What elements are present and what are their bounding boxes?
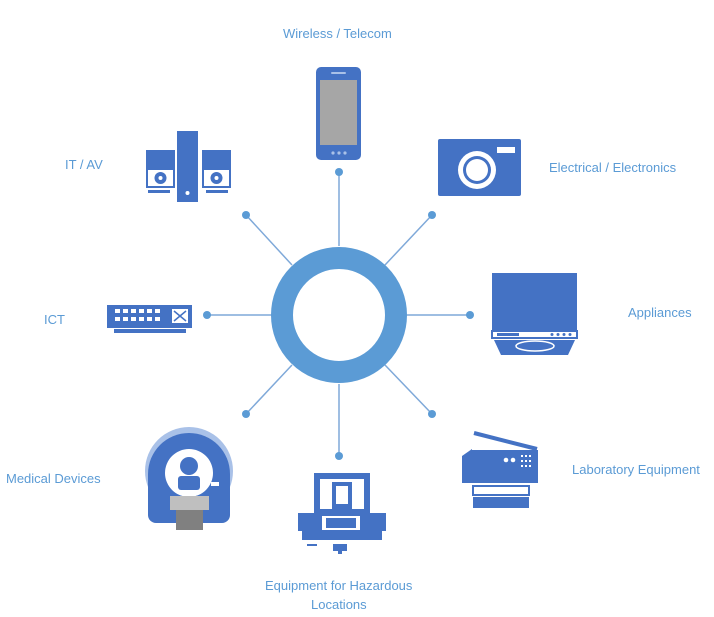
network-switch-icon [107, 305, 192, 333]
label-appliances: Appliances [628, 305, 692, 320]
connector-laboratory-equipment [384, 364, 433, 415]
label-wireless-telecom: Wireless / Telecom [283, 26, 392, 41]
connectors [207, 172, 470, 456]
connector-electrical-electronics [384, 214, 433, 266]
microwave-icon [491, 273, 578, 355]
label-hazardous-locations-line2: Locations [311, 597, 367, 612]
label-ict: ICT [44, 312, 65, 327]
connector-dots [203, 168, 474, 460]
dot-medical-devices [242, 410, 250, 418]
dot-laboratory-equipment [428, 410, 436, 418]
center-ring [271, 247, 407, 383]
speaker-system-icon [146, 131, 231, 202]
industrial-machine-icon [298, 473, 386, 554]
label-medical-devices: Medical Devices [6, 471, 101, 486]
dot-appliances [466, 311, 474, 319]
label-it-av: IT / AV [65, 157, 103, 172]
dot-it-av [242, 211, 250, 219]
camera-icon [438, 139, 521, 196]
connector-it-av [245, 214, 293, 266]
label-electrical-electronics: Electrical / Electronics [549, 160, 677, 175]
smartphone-icon [316, 67, 361, 160]
connector-medical-devices [245, 364, 293, 415]
label-hazardous-locations-line1: Equipment for Hazardous [265, 578, 413, 593]
center-label-products: Products [316, 308, 369, 322]
fax-machine-icon [462, 431, 538, 508]
mri-scanner-icon [145, 427, 233, 530]
dot-ict [203, 311, 211, 319]
dot-electrical-electronics [428, 211, 436, 219]
label-laboratory-equipment: Laboratory Equipment [572, 462, 700, 477]
dot-hazardous-locations [335, 452, 343, 460]
dot-wireless-telecom [335, 168, 343, 176]
